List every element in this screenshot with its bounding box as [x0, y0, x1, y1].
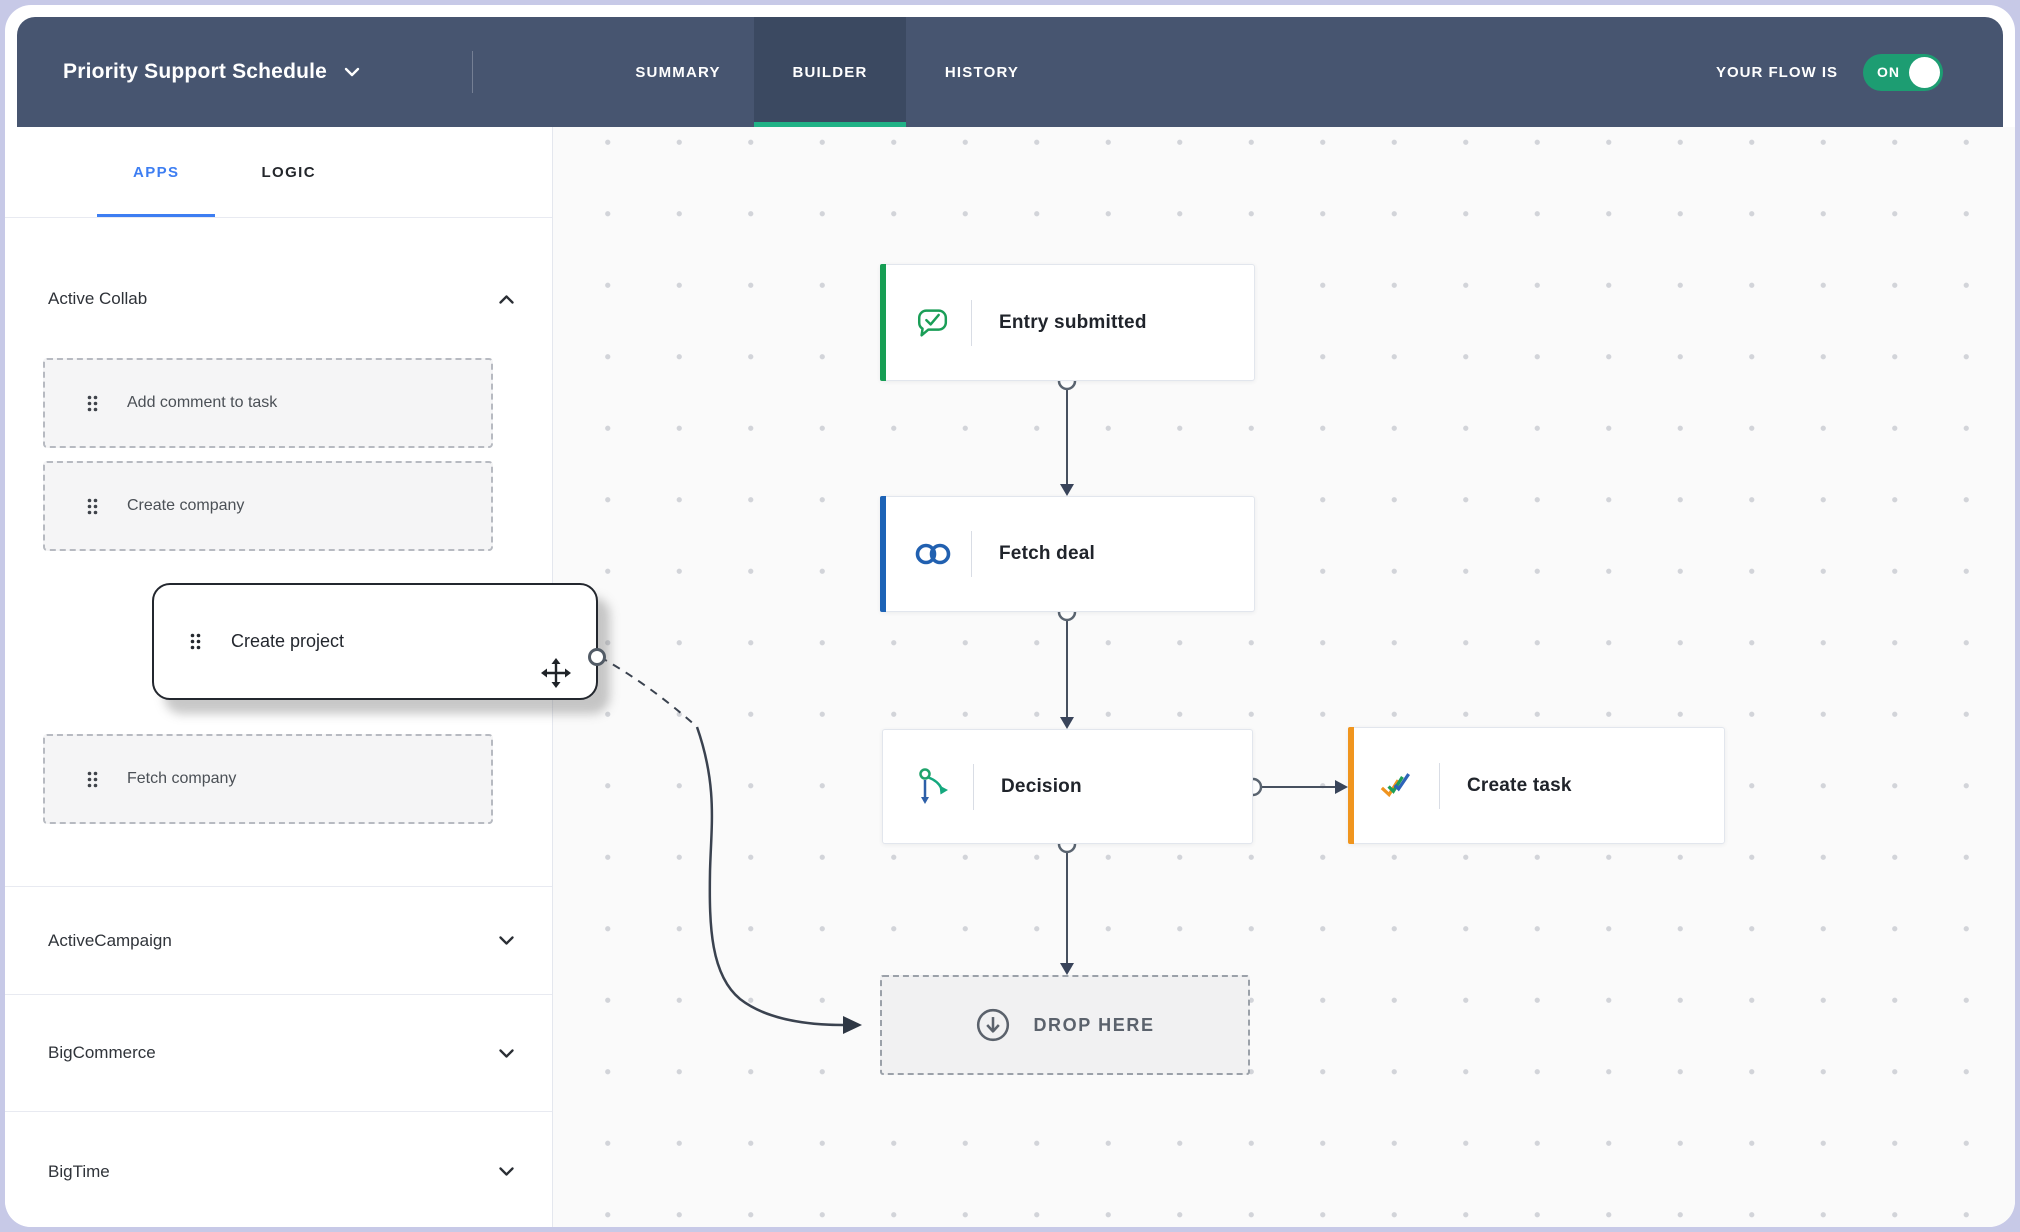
node-label: Create task — [1467, 774, 1572, 796]
section-label: BigTime — [48, 1161, 110, 1181]
app-body: APPS LOGIC Active Collab Add comment to … — [5, 127, 2015, 1227]
drag-handle-icon — [87, 498, 98, 514]
action-create-company[interactable]: Create company — [43, 461, 493, 551]
drop-zone-label: DROP HERE — [1033, 1014, 1155, 1035]
entry-form-icon — [911, 304, 955, 342]
top-navbar: Priority Support Schedule SUMMARY BUILDE… — [17, 17, 2003, 127]
toggle-on-label: ON — [1877, 64, 1900, 80]
drag-connection-curve — [695, 726, 844, 1027]
node-label: Fetch deal — [999, 543, 1095, 564]
flow-status-label: YOUR FLOW IS — [1716, 63, 1838, 81]
connector-port[interactable] — [588, 648, 606, 666]
crm-rings-icon — [911, 540, 955, 568]
section-bigtime[interactable]: BigTime — [5, 1111, 552, 1227]
section-label: ActiveCampaign — [48, 930, 172, 950]
header-tab-strip: SUMMARY BUILDER HISTORY — [602, 17, 1058, 127]
node-entry-submitted[interactable]: Entry submitted — [880, 264, 1255, 381]
flow-canvas[interactable]: Entry submitted Fetch deal — [553, 127, 2015, 1227]
action-label: Add comment to task — [127, 394, 278, 411]
sidebar-tabs: APPS LOGIC — [5, 127, 552, 218]
flow-name-dropdown[interactable]: Priority Support Schedule — [63, 60, 360, 84]
tab-builder[interactable]: BUILDER — [754, 17, 906, 127]
dragged-card-create-project[interactable]: Create project — [152, 583, 606, 700]
node-accent-bar — [880, 496, 886, 612]
node-accent-bar — [880, 264, 886, 381]
header-divider — [472, 51, 474, 93]
dragged-card-label: Create project — [231, 631, 345, 651]
drop-zone[interactable]: DROP HERE — [880, 975, 1250, 1075]
node-label: Decision — [1001, 775, 1082, 797]
chevron-down-icon — [344, 67, 360, 77]
node-divider — [1439, 762, 1440, 809]
collapsed-app-sections: ActiveCampaign BigCommerce BigTime — [5, 886, 552, 1227]
flow-status: YOUR FLOW IS ON — [1716, 17, 1943, 127]
drag-handle-icon — [87, 771, 98, 787]
node-fetch-deal[interactable]: Fetch deal — [880, 496, 1255, 612]
move-cursor-icon — [541, 658, 571, 688]
app-window: Priority Support Schedule SUMMARY BUILDE… — [5, 5, 2015, 1227]
chevron-down-icon — [499, 1167, 514, 1176]
section-activecampaign[interactable]: ActiveCampaign — [5, 886, 552, 994]
section-label: Active Collab — [48, 289, 148, 308]
chevron-up-icon — [499, 294, 514, 304]
node-divider — [971, 531, 972, 577]
node-label: Entry submitted — [999, 311, 1147, 333]
action-label: Create company — [127, 497, 245, 514]
drag-handle-icon — [190, 633, 201, 650]
branch-icon — [913, 767, 957, 806]
node-decision[interactable]: Decision — [882, 729, 1253, 844]
node-divider — [971, 299, 972, 346]
drag-connection-dashed — [599, 656, 698, 728]
node-accent-bar — [1348, 727, 1354, 844]
flow-on-toggle[interactable]: ON — [1863, 53, 1943, 91]
action-fetch-company[interactable]: Fetch company — [43, 734, 493, 824]
tab-history[interactable]: HISTORY — [944, 63, 1020, 81]
node-divider — [973, 763, 974, 810]
chevron-down-icon — [499, 1048, 514, 1058]
flow-title: Priority Support Schedule — [63, 60, 328, 83]
connector-layer — [599, 371, 1348, 1034]
arrow-down-circle-icon — [977, 1008, 1010, 1042]
node-create-task[interactable]: Create task — [1348, 727, 1725, 844]
drag-handle-icon — [87, 395, 98, 411]
chevron-down-icon — [499, 936, 514, 945]
action-add-comment-to-task[interactable]: Add comment to task — [43, 358, 493, 448]
tab-logic[interactable]: LOGIC — [261, 163, 316, 181]
action-label: Fetch company — [127, 770, 237, 787]
tab-summary[interactable]: SUMMARY — [635, 63, 721, 81]
tab-apps[interactable]: APPS — [133, 127, 179, 217]
section-bigcommerce[interactable]: BigCommerce — [5, 994, 552, 1111]
double-check-icon — [1379, 769, 1423, 803]
section-active-collab[interactable]: Active Collab — [5, 284, 552, 314]
toggle-knob[interactable] — [1909, 56, 1940, 88]
section-label: BigCommerce — [48, 1043, 156, 1062]
